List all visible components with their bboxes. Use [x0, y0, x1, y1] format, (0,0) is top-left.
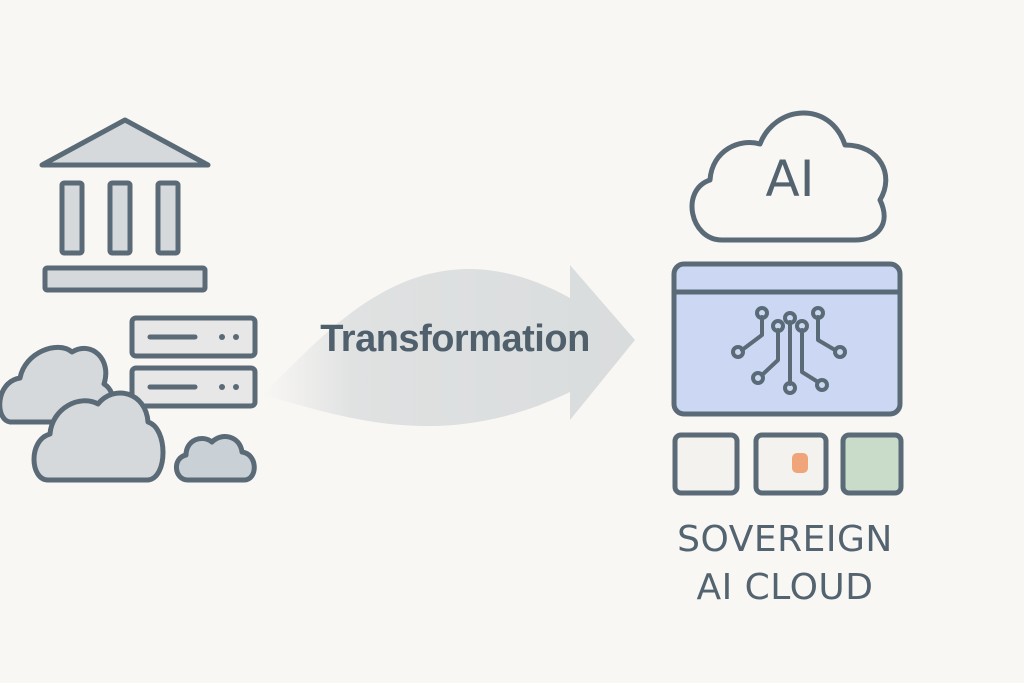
- server-icon: [129, 315, 258, 409]
- title-line-1: SOVEREIGN: [677, 519, 893, 560]
- circuit-icon: [731, 306, 847, 395]
- ai-cloud-icon: [689, 110, 889, 243]
- title-line-2: AI CLOUD: [696, 567, 874, 608]
- module-box-empty: [672, 432, 740, 496]
- module-box-indicator: [753, 432, 829, 496]
- platform-window: [671, 261, 903, 417]
- cloud-icon-small: [174, 434, 257, 483]
- status-dot: [792, 453, 808, 473]
- ai-cloud-label: AI: [765, 150, 815, 208]
- cloud-icon-front: [31, 390, 166, 483]
- transformation-arrow: [262, 265, 635, 427]
- module-box-green: [840, 432, 904, 496]
- sovereign-ai-cloud-title: SOVEREIGN AI CLOUD: [640, 516, 930, 612]
- transformation-label: Transformation: [320, 318, 590, 360]
- bank-icon: [39, 117, 211, 293]
